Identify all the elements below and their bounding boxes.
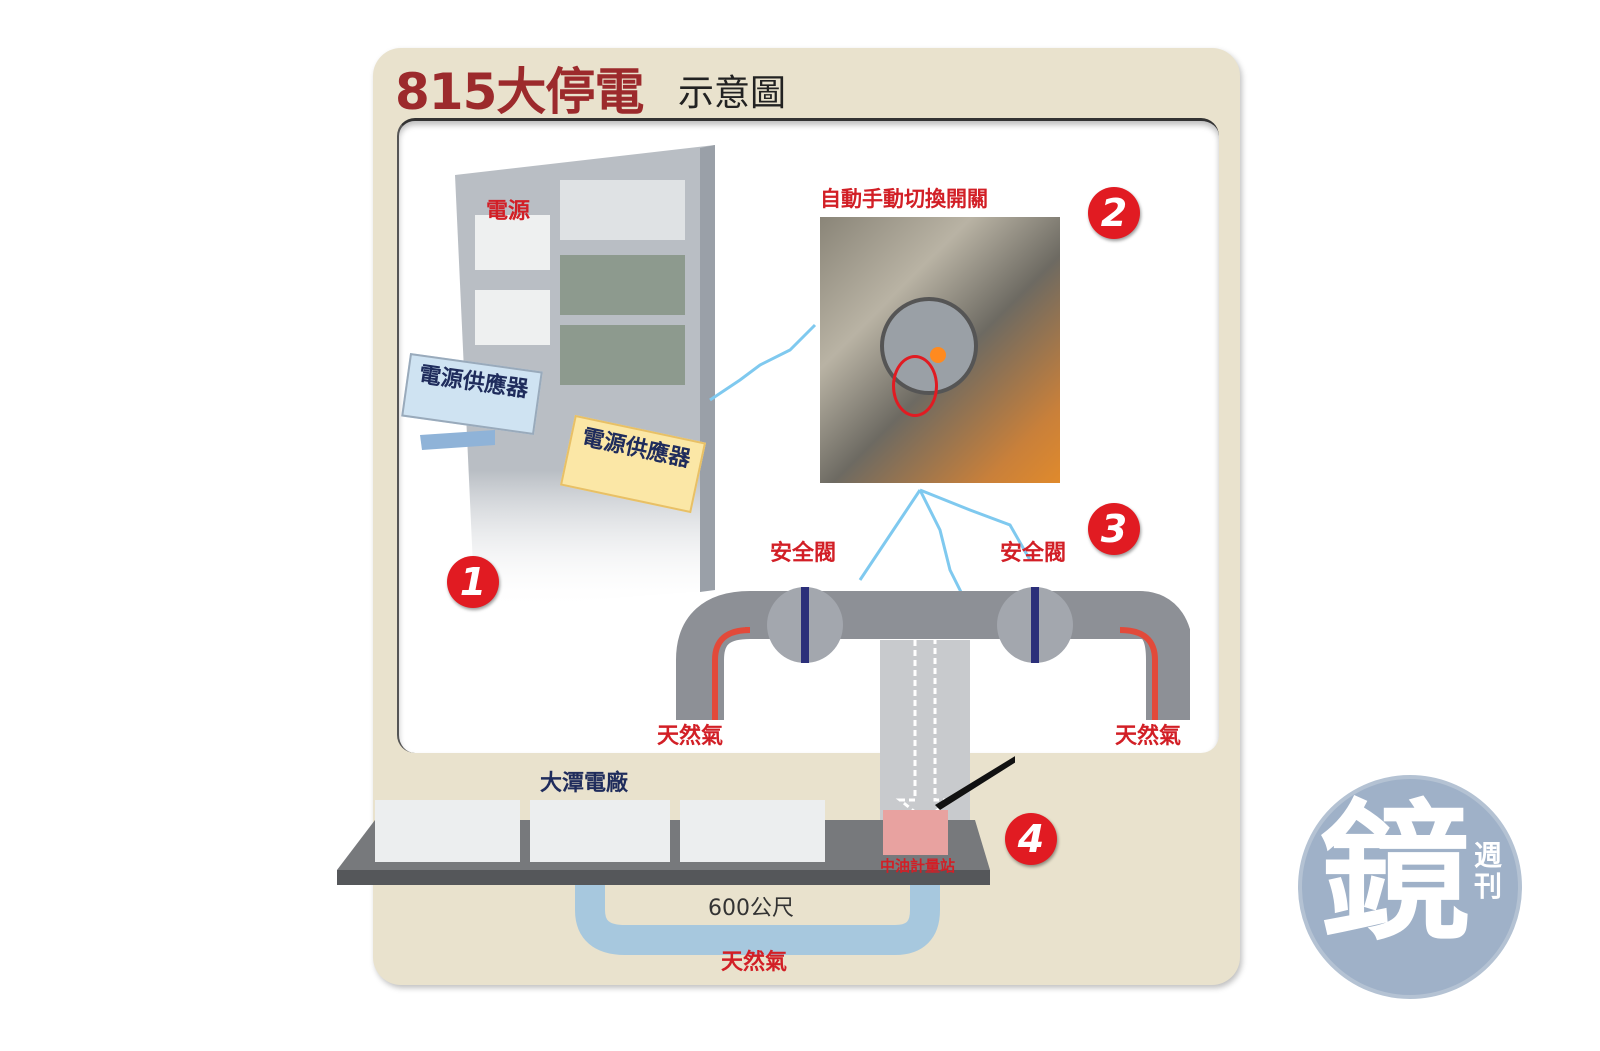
safety-valve-right-label: 安全閥 [1000,541,1067,566]
step-badge-3: 3 [1088,503,1140,555]
pipeline-diagram [676,587,1190,820]
step-badge-1: 1 [447,556,499,608]
mirror-media-logo: 鏡 週刊 [1298,775,1522,999]
power-label: 電源 [486,199,531,224]
gas-bottom-label: 天然氣 [721,950,788,975]
plant-label: 大潭電廠 [540,771,629,796]
safety-valve-left-label: 安全閥 [770,541,837,566]
electric-spark-icon [709,323,1032,600]
station-label: 中油計量站 [880,857,956,875]
power-plant-platform [337,756,1015,955]
subtitle: 示意圖 [678,73,787,114]
logo-main-text: 鏡 [1320,787,1471,961]
switch-label: 自動手動切換開關 [820,187,988,211]
title: 815大停電 [395,63,644,121]
distance-label: 600公尺 [708,896,794,921]
gas-left-label: 天然氣 [657,724,724,749]
switch-photo [820,217,1060,483]
step-badge-2: 2 [1088,187,1140,239]
logo-sub-text: 週刊 [1474,839,1503,903]
step-badge-4: 4 [1005,813,1057,865]
gas-right-label: 天然氣 [1115,724,1182,749]
electrical-cabinet [420,145,715,610]
